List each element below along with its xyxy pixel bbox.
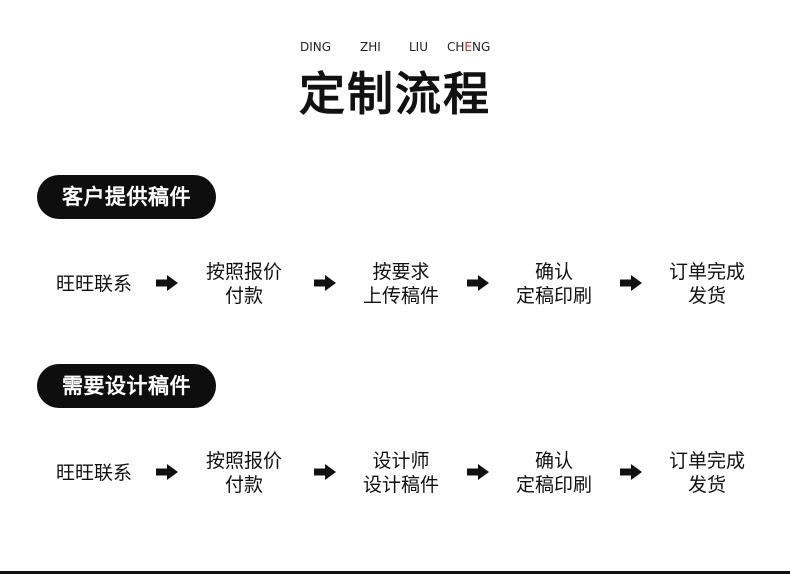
arrow-right-icon — [620, 464, 642, 480]
step-line-1: 订单完成 — [668, 450, 745, 472]
step-line-1: 按照报价 — [205, 261, 282, 283]
pinyin-zhi: ZHI — [360, 40, 381, 54]
step-line-1: 按要求 — [372, 261, 430, 283]
arrow-right-icon — [314, 464, 336, 480]
step-line-1: 订单完成 — [668, 261, 745, 283]
arrow-right-icon — [156, 464, 178, 480]
step-complete: 订单完成 发货 — [651, 254, 763, 314]
section-label-customer-files: 客户提供稿件 — [37, 175, 216, 219]
pinyin-heading: DING ZHI LIU CHENG — [0, 40, 790, 56]
pinyin-ding: DING — [300, 40, 332, 54]
process-row-customer-files: 旺旺联系 按照报价 付款 按要求 上传稿件 确认 定稿印刷 订单完成 发货 — [0, 254, 790, 314]
step-line-1: 旺旺联系 — [55, 273, 132, 295]
step-line-2: 发货 — [687, 474, 726, 496]
step-line-1: 设计师 — [372, 450, 430, 472]
step-line-2: 付款 — [224, 474, 263, 496]
step-line-2: 付款 — [224, 285, 263, 307]
pinyin-cheng: CHENG — [447, 40, 491, 54]
step-pay: 按照报价 付款 — [188, 443, 300, 503]
step-line-2: 上传稿件 — [362, 285, 439, 307]
step-contact: 旺旺联系 — [38, 443, 150, 503]
process-row-design-files: 旺旺联系 按照报价 付款 设计师 设计稿件 确认 定稿印刷 订单完成 发货 — [0, 443, 790, 503]
step-pay: 按照报价 付款 — [188, 254, 300, 314]
pinyin-liu: LIU — [409, 40, 429, 54]
page-title: 定制流程 — [299, 67, 491, 121]
step-complete: 订单完成 发货 — [651, 443, 763, 503]
step-line-2: 定稿印刷 — [515, 474, 592, 496]
section-label-design-files: 需要设计稿件 — [37, 364, 216, 408]
arrow-right-icon — [156, 275, 178, 291]
arrow-right-icon — [467, 275, 489, 291]
step-confirm: 确认 定稿印刷 — [498, 254, 610, 314]
step-contact: 旺旺联系 — [38, 254, 150, 314]
step-line-1: 旺旺联系 — [55, 462, 132, 484]
step-line-1: 按照报价 — [205, 450, 282, 472]
bottom-divider — [0, 571, 790, 574]
step-design: 设计师 设计稿件 — [345, 443, 457, 503]
step-line-1: 确认 — [534, 261, 573, 283]
step-line-1: 确认 — [534, 450, 573, 472]
step-confirm: 确认 定稿印刷 — [498, 443, 610, 503]
arrow-right-icon — [314, 275, 336, 291]
step-upload: 按要求 上传稿件 — [345, 254, 457, 314]
step-line-2: 设计稿件 — [362, 474, 439, 496]
step-line-2: 发货 — [687, 285, 726, 307]
arrow-right-icon — [620, 275, 642, 291]
step-line-2: 定稿印刷 — [515, 285, 592, 307]
arrow-right-icon — [467, 464, 489, 480]
